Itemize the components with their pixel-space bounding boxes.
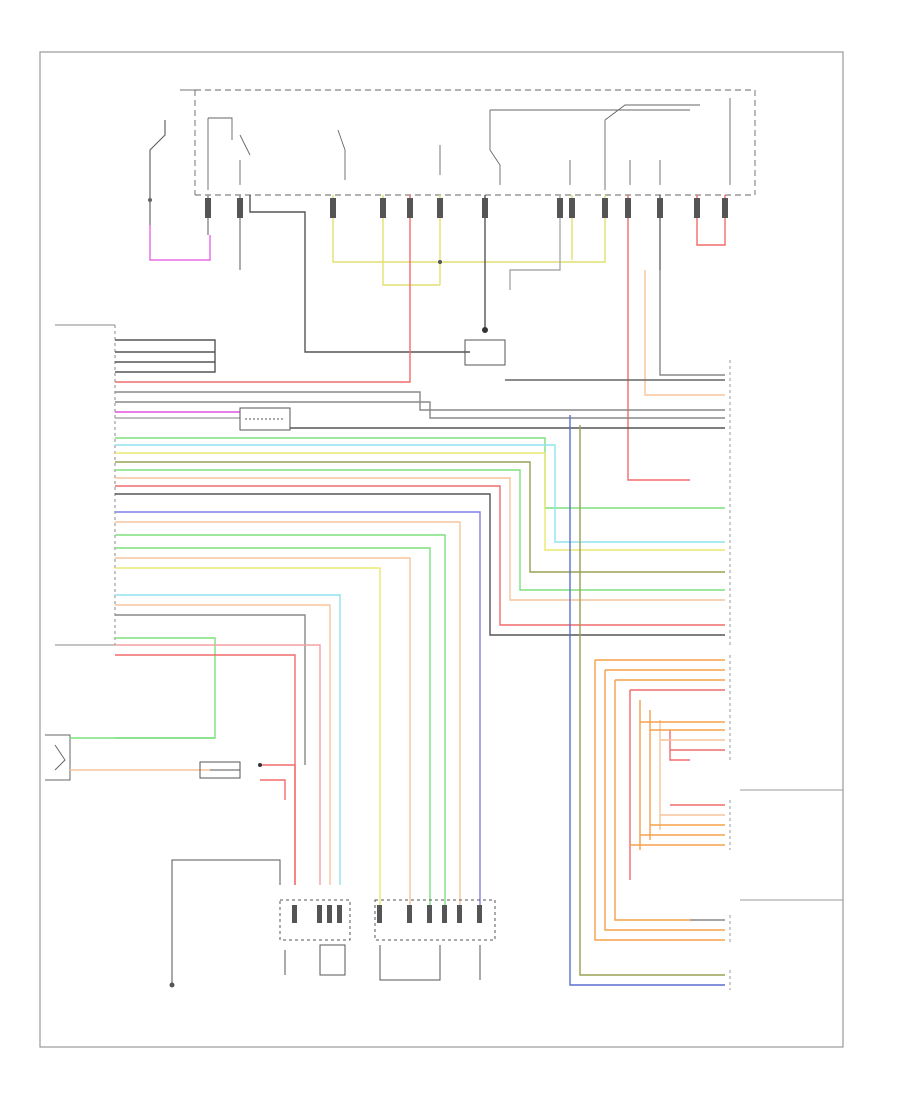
ground-sensor-box [464, 327, 506, 366]
clutch-sensor-connector [279, 899, 351, 976]
junction-block [239, 407, 291, 431]
fuse-box-pins [205, 198, 728, 218]
speed-sensor-junction [258, 763, 296, 885]
pcm-harness-wires [115, 339, 725, 905]
diagram-frame [39, 51, 844, 1048]
left-power-circuit [148, 120, 211, 261]
module-separators [740, 789, 843, 901]
tcm-connector-rows [595, 659, 725, 986]
pcm-connector [55, 324, 116, 646]
sensor-pins [292, 905, 482, 923]
right-harness-wires [505, 270, 725, 986]
ac-clutch-sensor [45, 734, 241, 781]
fuse-box-output-wires [115, 195, 726, 481]
steering-ground [169, 859, 281, 988]
trans-range-sensor-connector [374, 899, 496, 981]
fuse-box [180, 89, 756, 196]
